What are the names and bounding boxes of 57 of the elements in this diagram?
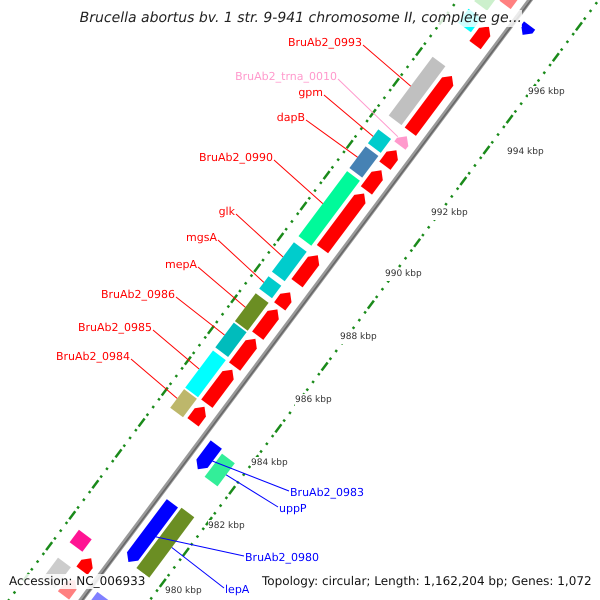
gene-label: BruAb2_0993 xyxy=(288,36,362,49)
leader-line xyxy=(274,160,324,204)
scale-label: 984 kbp xyxy=(251,457,288,470)
scale-label: 992 kbp xyxy=(431,207,468,220)
scale-label: 988 kbp xyxy=(340,331,377,344)
gene-bar xyxy=(185,350,226,398)
gene-bar xyxy=(136,508,194,578)
scale-label: 990 kbp xyxy=(385,268,422,281)
gene-bar xyxy=(215,322,247,357)
leader-line xyxy=(324,94,374,137)
gene-bar xyxy=(272,242,307,282)
gene-label: dapB xyxy=(276,111,305,124)
scale-label: 980 kbp xyxy=(165,585,202,598)
leader-line xyxy=(362,44,412,87)
gene-label: gpm xyxy=(298,86,323,99)
scale-label: 996 kbp xyxy=(528,86,565,99)
leader-line xyxy=(171,547,224,588)
gene-bar xyxy=(259,276,282,298)
genome-info-text: Topology: circular; Length: 1,162,204 bp; Genes: 1,072 xyxy=(262,574,592,589)
gene-bar xyxy=(298,171,360,246)
map-title: Brucella abortus bv. 1 str. 9-941 chromosome II, complete ge... xyxy=(80,10,522,27)
leader-line xyxy=(218,240,264,283)
leader-line xyxy=(152,330,200,370)
gene-label: mepA xyxy=(165,258,197,271)
gene-label: BruAb2_0985 xyxy=(78,321,152,334)
gene-feature xyxy=(394,136,408,150)
gene-feature xyxy=(127,499,178,562)
gene-bar xyxy=(170,389,197,418)
gene-bar xyxy=(204,454,235,486)
gene-bar xyxy=(234,293,269,331)
gene-label: glk xyxy=(218,205,235,218)
gene-label: uppP xyxy=(279,502,307,515)
gene-bar xyxy=(349,146,378,178)
gene-label: BruAb2_0980 xyxy=(245,551,320,564)
leader-line xyxy=(226,474,278,508)
leader-line xyxy=(338,78,398,138)
scale-label: 982 kbp xyxy=(208,520,245,533)
gene-label: lepA xyxy=(225,583,250,596)
leader-line xyxy=(176,296,225,336)
gene-label: BruAb2_trna_0010 xyxy=(235,70,337,83)
gene-label: BruAb2_0984 xyxy=(56,350,130,363)
leader-line xyxy=(156,536,244,556)
scale-label: 994 kbp xyxy=(507,146,544,159)
leader-line xyxy=(212,460,290,492)
gene-label: BruAb2_0986 xyxy=(100,288,175,301)
accession-text: Accession: NC_006933 xyxy=(9,574,146,589)
gene-feature xyxy=(196,440,222,470)
leader-line xyxy=(306,120,358,158)
gene-label: mgsA xyxy=(186,231,217,244)
leader-line xyxy=(130,358,178,399)
leader-line xyxy=(236,214,284,258)
gene-bar xyxy=(388,56,446,126)
scale-label: 986 kbp xyxy=(295,394,332,407)
leader-line xyxy=(198,266,246,308)
gene-label: BruAb2_0983 xyxy=(290,486,364,499)
gene-label: BruAb2_0990 xyxy=(198,151,273,164)
gene-bar xyxy=(368,129,392,153)
